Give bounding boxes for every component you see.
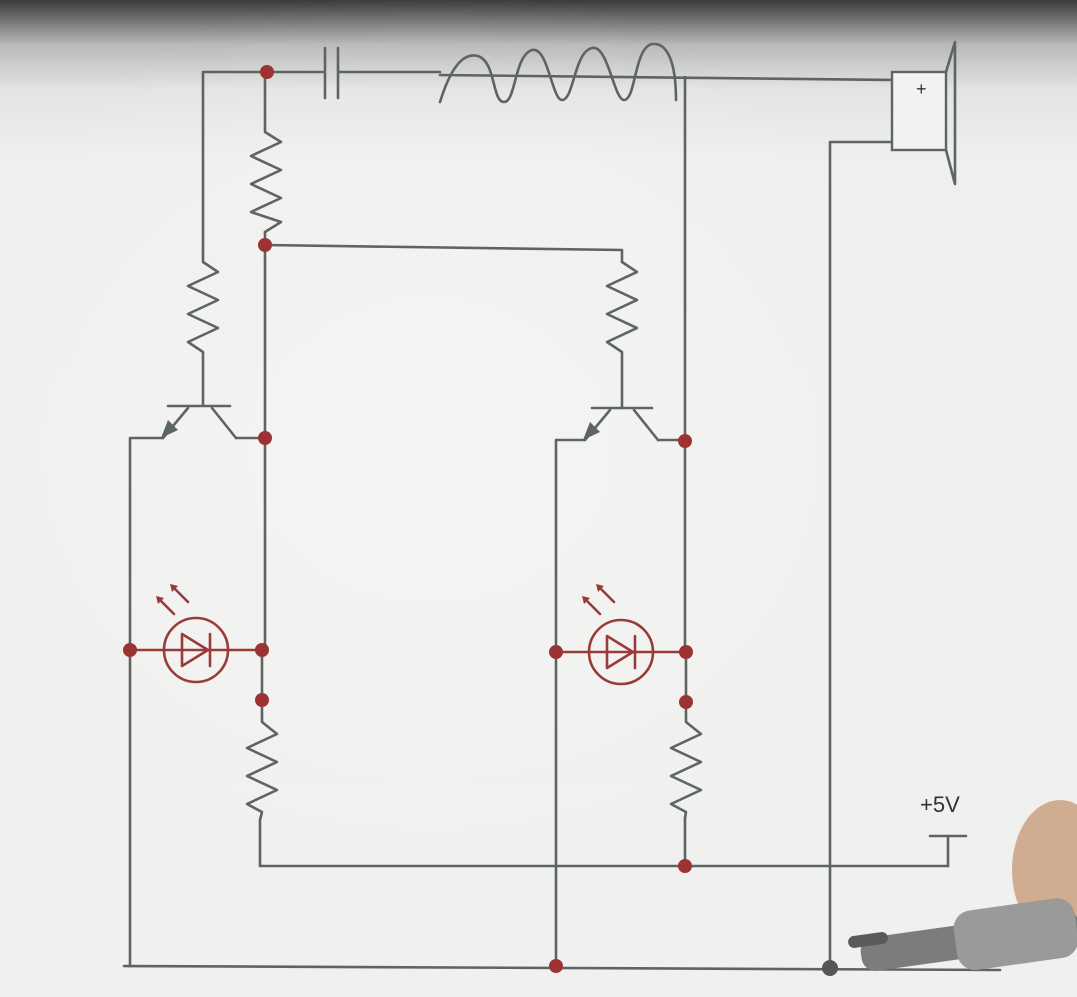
wire-left-lower-to-bus xyxy=(258,818,687,868)
wire-right-emitter xyxy=(554,438,587,968)
pen-and-hand-photo-overlay xyxy=(848,800,1077,971)
junction-dot xyxy=(123,643,137,657)
junction-dot xyxy=(255,643,269,657)
resistor-r4 xyxy=(245,713,279,822)
transistor-q2 xyxy=(583,406,687,442)
junction-dot xyxy=(822,960,838,976)
supply-label: +5V xyxy=(920,792,960,817)
junction-dot xyxy=(679,695,693,709)
led-d1 xyxy=(128,584,264,684)
speaker-polarity: + xyxy=(916,79,927,99)
resistor-r5 xyxy=(669,713,703,820)
resistor-r2 xyxy=(186,250,220,407)
resistor-r3 xyxy=(605,260,639,410)
junction-dot xyxy=(679,645,693,659)
junction-dot xyxy=(258,238,272,252)
wire-cross-link xyxy=(263,243,624,264)
junction-dot xyxy=(258,431,272,445)
wires xyxy=(122,70,1002,972)
junction-dot xyxy=(255,693,269,707)
capacitor-c1 xyxy=(323,46,340,100)
junction-dots xyxy=(123,65,838,976)
wire-coil-to-speaker xyxy=(438,73,895,82)
junction-dot xyxy=(549,959,563,973)
junction-dot xyxy=(678,859,692,873)
resistor-r1 xyxy=(249,70,283,234)
junction-dot xyxy=(260,65,274,79)
wire-speaker-return xyxy=(828,140,895,970)
led-d2 xyxy=(554,584,688,686)
wire-top-left xyxy=(201,70,325,254)
wire-left-emitter xyxy=(128,436,165,968)
supply-terminal: +5V xyxy=(920,792,968,868)
transistor-q1 xyxy=(161,404,267,440)
junction-dot xyxy=(549,645,563,659)
junction-dot xyxy=(678,434,692,448)
speaker-spk1: + xyxy=(890,40,957,186)
coil-l1 xyxy=(438,42,678,104)
